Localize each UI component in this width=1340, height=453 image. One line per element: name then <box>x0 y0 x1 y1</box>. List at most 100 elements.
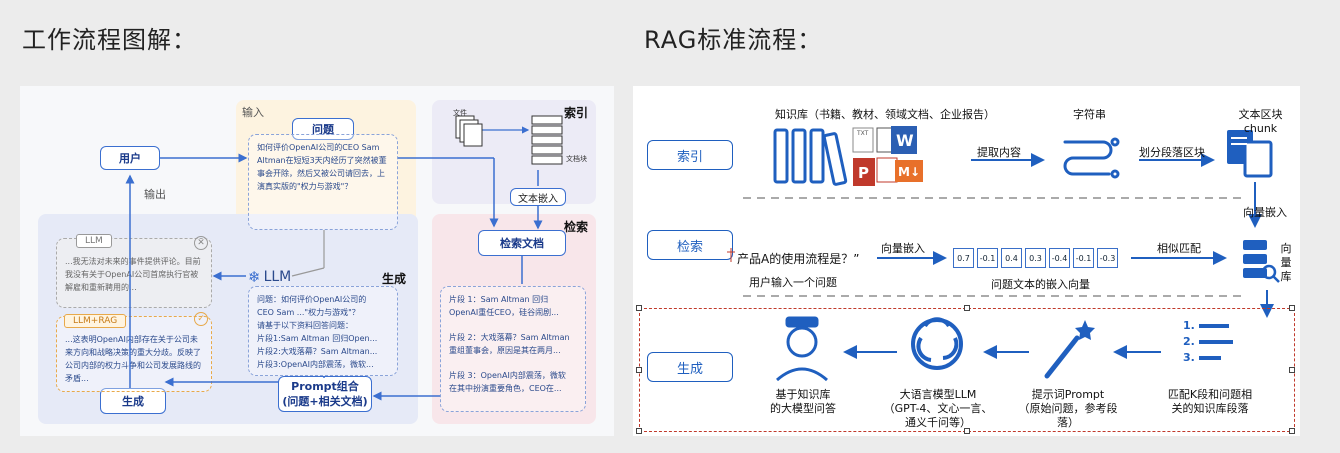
vector-cell: -0.3 <box>1097 248 1118 268</box>
search-line-3: 片段 2：大戏落幕？Sam Altman <box>449 333 570 342</box>
question-text: 如何评价OpenAI公司的CEO Sam Altman在短短3天内经历了突然被董… <box>257 143 387 191</box>
prompt-combine-line1: Prompt组合 <box>291 380 359 393</box>
files-label: 文件 <box>453 109 467 117</box>
llm-line2: （GPT-4、文心一言、 <box>883 402 993 415</box>
llm-tag: LLM <box>76 234 112 248</box>
prompt-line-1: CEO Sam ..."权力与游戏"？ <box>257 308 360 317</box>
question-text-box: 如何评价OpenAI公司的CEO Sam Altman在短短3天内经历了突然被董… <box>248 134 398 230</box>
vector-cell: -0.4 <box>1049 248 1070 268</box>
topk-label: 匹配K段和问题相 关的知识库段落 <box>1155 388 1265 416</box>
llm-answer-text: ...我无法对未来的事件提供评论。目前我没有关于OpenAI公司首席执行官被解雇… <box>65 257 201 292</box>
stage-index: 索引 <box>647 140 733 170</box>
vector-cell: 0.3 <box>1025 248 1046 268</box>
svg-text:P: P <box>858 164 869 182</box>
ranked-list-numbers: 1. 2. 3. <box>1183 318 1195 366</box>
vector-db-char: 量 <box>1280 256 1292 269</box>
vector-caption: 问题文本的嵌入向量 <box>991 278 1090 291</box>
split-label: 划分段落区块 <box>1139 146 1205 159</box>
llm-label-text: LLM <box>263 269 292 285</box>
vector-cell: -0.1 <box>1073 248 1094 268</box>
svg-text:W: W <box>896 131 914 150</box>
query-embed-label: 向量嵌入 <box>881 242 925 255</box>
prompt-label-line1: 提示词Prompt <box>1031 388 1105 401</box>
rag-standard-diagram: 索引 检索 生成 W P M↓ <box>633 86 1300 436</box>
wrong-icon: ✕ <box>194 236 208 250</box>
txt-file-label: TXT <box>857 130 869 137</box>
output-label: 输出 <box>144 188 166 201</box>
extract-label: 提取内容 <box>977 146 1021 159</box>
embedding-vector: 0.7 -0.1 0.4 0.3 -0.4 -0.1 -0.3 <box>953 248 1121 268</box>
search-results-box: 片段 1：Sam Altman 回归 OpenAI重任CEO，硅谷闹剧... 片… <box>440 286 586 412</box>
prompt-combine-node: Prompt组合 (问题+相关文档) <box>278 376 372 412</box>
stage-search: 检索 <box>647 230 733 260</box>
prompt-label: 提示词Prompt （原始问题，参考段落） <box>1013 388 1123 430</box>
right-title: RAG标准流程： <box>644 26 823 54</box>
search-line-7: 在其中扮演重要角色，CEO在... <box>449 384 562 393</box>
answer-line2: 的大模型问答 <box>770 402 836 415</box>
search-line-1: OpenAI重任CEO，硅谷闹剧... <box>449 308 559 317</box>
search-line-2 <box>449 319 577 331</box>
prompt-label-line2: （原始问题，参考段落） <box>1018 402 1118 429</box>
string-icon <box>1063 137 1120 179</box>
similarity-label: 相似匹配 <box>1157 242 1201 255</box>
resize-handle[interactable] <box>636 305 642 311</box>
resize-handle[interactable] <box>1289 428 1295 434</box>
rag-answer-box: ...这表明OpenAI内部存在关于公司未来方向和战略决策的重大分歧。反映了公司… <box>56 316 212 392</box>
topk-line2: 关的知识库段落 <box>1171 402 1249 415</box>
topk-line1: 匹配K段和问题相 <box>1167 388 1253 401</box>
vector-cell: -0.1 <box>977 248 998 268</box>
rag-answer-text: ...这表明OpenAI内部存在关于公司未来方向和战略决策的重大分歧。反映了公司… <box>65 335 201 383</box>
check-icon: ✓ <box>194 312 208 326</box>
vector-cell: 0.4 <box>1001 248 1022 268</box>
vector-cell: 0.7 <box>953 248 974 268</box>
string-label: 字符串 <box>1073 108 1106 121</box>
generate-node: 生成 <box>100 388 166 414</box>
svg-text:M↓: M↓ <box>898 165 920 179</box>
llm-label: ❄ LLM <box>248 268 291 286</box>
answer-label: 基于知识库 的大模型问答 <box>753 388 853 416</box>
prompt-line-4: 片段2:大戏落幕？Sam Altman... <box>257 347 378 356</box>
resize-handle[interactable] <box>636 367 642 373</box>
text-embed-node: 文本嵌入 <box>510 188 566 206</box>
resize-handle[interactable] <box>636 428 642 434</box>
chunk-label: 文本区块 chunk <box>1238 108 1283 135</box>
books-icon <box>773 128 848 186</box>
llm-answer-box: ...我无法对未来的事件提供评论。目前我没有关于OpenAI公司首席执行官被解雇… <box>56 238 212 308</box>
snowflake-icon: ❄ <box>248 268 261 286</box>
search-line-4: 重组董事会，原因是其在两月... <box>449 346 561 355</box>
resize-handle[interactable] <box>964 428 970 434</box>
selection-box[interactable] <box>639 308 1295 432</box>
resize-handle[interactable] <box>964 305 970 311</box>
generate-zone-label: 生成 <box>382 272 407 286</box>
list-number: 2. <box>1183 335 1195 348</box>
list-number: 1. <box>1183 319 1195 332</box>
vector-db-char: 向 <box>1280 242 1292 255</box>
query-text: 产品A的使用流程是？” <box>737 252 860 266</box>
search-line-0: 片段 1：Sam Altman 回归 <box>449 295 549 304</box>
doc-chunks-label: 文档块 <box>566 155 587 163</box>
resize-handle[interactable] <box>1289 367 1295 373</box>
prompt-line-2: 请基于以下资料回答问题： <box>257 321 353 330</box>
search-zone-label: 检索 <box>564 220 589 234</box>
prompt-combine-line2: (问题+相关文档) <box>282 395 368 408</box>
search-docs-node: 检索文档 <box>478 230 566 256</box>
llm-label-right: 大语言模型LLM （GPT-4、文心一言、 通义千问等） <box>873 388 1003 430</box>
user-node: 用户 <box>100 146 160 170</box>
resize-handle[interactable] <box>1289 305 1295 311</box>
llm-line3: 通义千问等） <box>905 416 971 429</box>
input-zone-label: 输入 <box>242 106 264 119</box>
vector-embed-down-label: 向量嵌入 <box>1243 206 1287 219</box>
vector-db-char: 库 <box>1280 270 1292 283</box>
prompt-line-0: 问题：如何评价OpenAI公司的 <box>257 295 367 304</box>
knowledge-base-label: 知识库（书籍、教材、领域文档、企业报告） <box>775 108 995 121</box>
left-title: 工作流程图解： <box>22 26 197 54</box>
llm-line1: 大语言模型LLM <box>899 388 977 401</box>
query-caption: 用户输入一个问题 <box>749 276 837 289</box>
stage-generate: 生成 <box>647 352 733 382</box>
prompt-line-5: 片段3:OpenAI内部震荡，微软... <box>257 360 374 369</box>
search-line-6: 片段 3：OpenAI内部震荡，微软 <box>449 371 566 380</box>
search-line-5 <box>449 357 577 369</box>
list-number: 3. <box>1183 351 1195 364</box>
answer-line1: 基于知识库 <box>775 388 831 401</box>
vector-db-label: 向 量 库 <box>1279 242 1293 284</box>
